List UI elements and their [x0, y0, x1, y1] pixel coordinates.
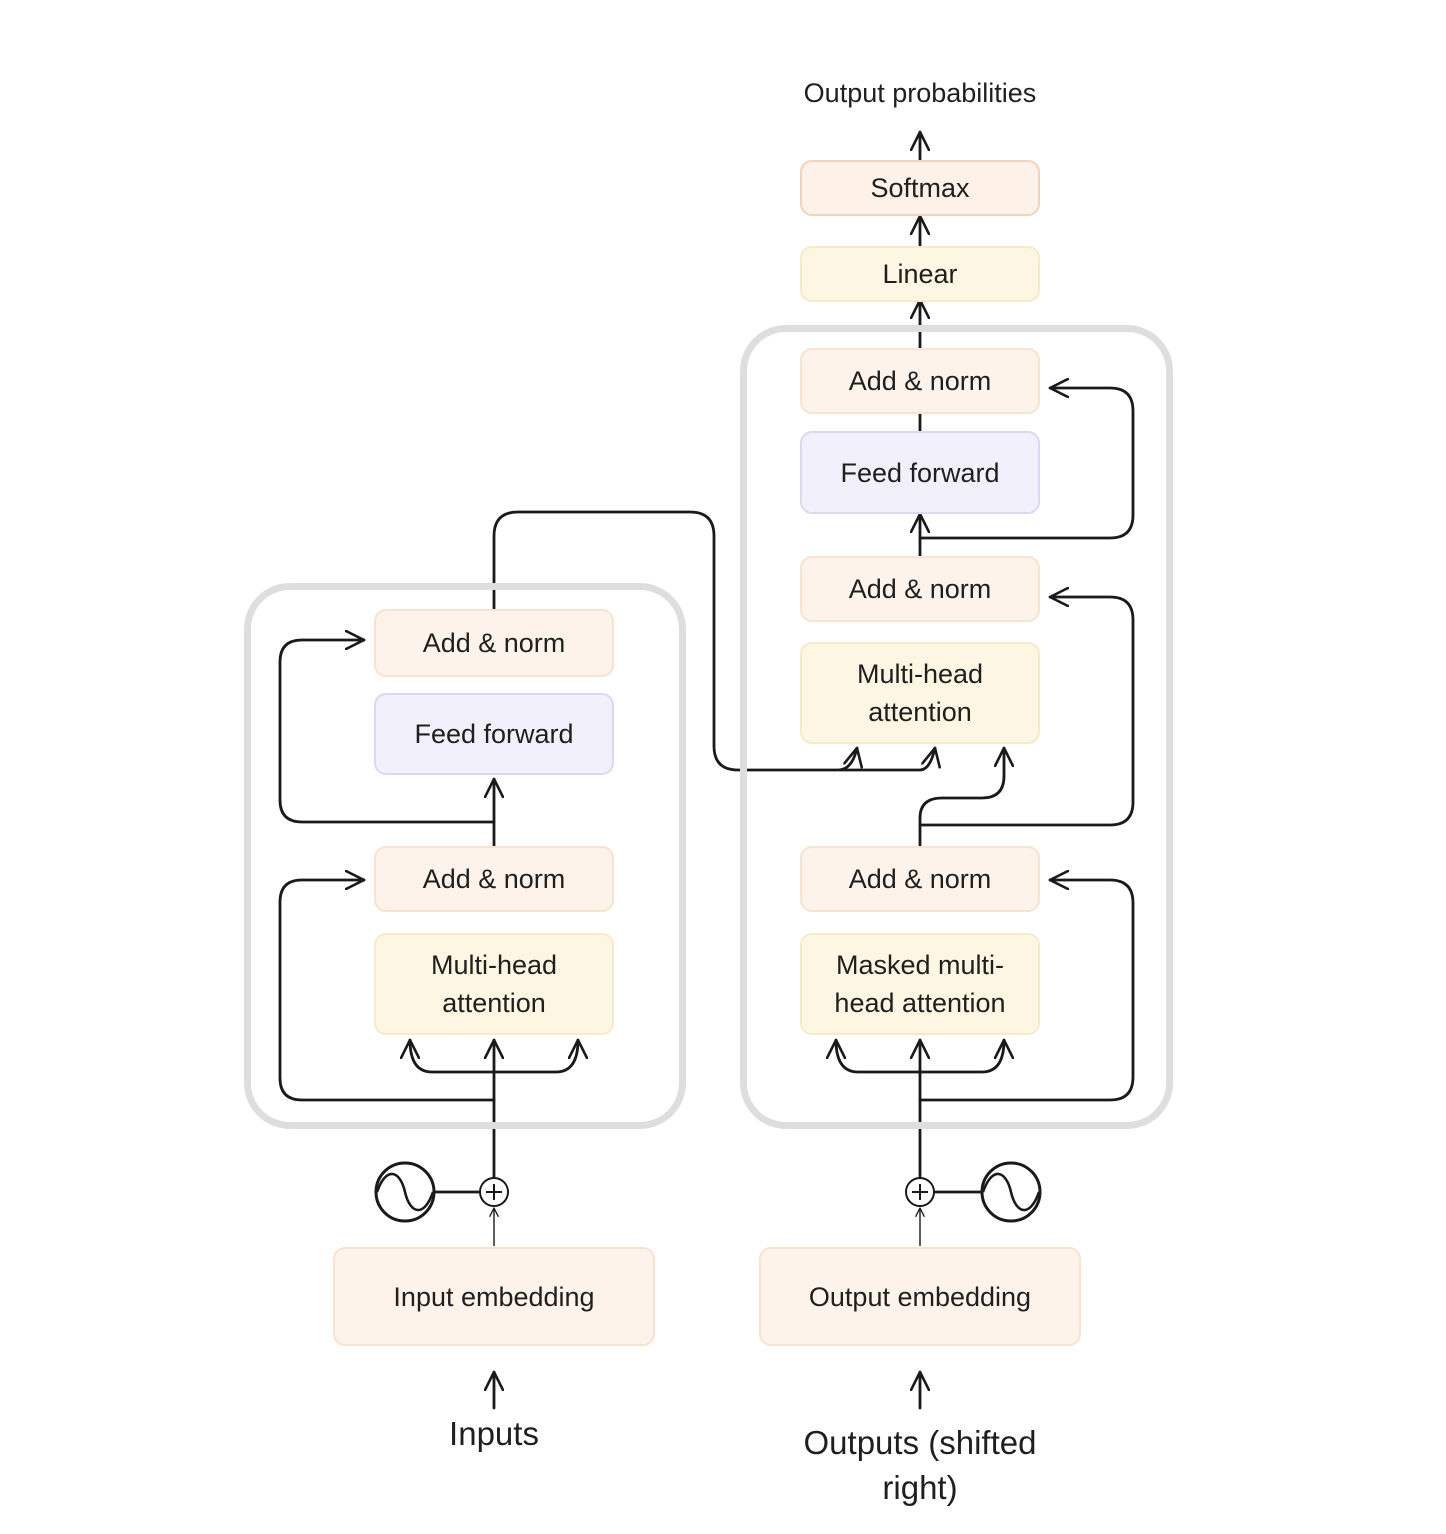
linear-block: Linear: [800, 246, 1040, 302]
decoder-residual-1: [918, 880, 1135, 1102]
inputs-label: Inputs: [449, 1415, 539, 1452]
decoder-positional-encoding-icon: [980, 1161, 1042, 1223]
encoder-add-norm-bottom: Add & norm: [374, 846, 614, 912]
decoder-feed-forward: Feed forward: [800, 431, 1040, 514]
encoder-plus-icon: [479, 1177, 509, 1207]
input-embedding-block: Input embedding: [333, 1247, 655, 1346]
outputs-label: Outputs (shifted right): [803, 1424, 1037, 1506]
decoder-add-norm-middle: Add & norm: [800, 556, 1040, 622]
encoder-positional-encoding-icon: [374, 1161, 436, 1223]
decoder-add-norm-bottom: Add & norm: [800, 846, 1040, 912]
decoder-stack: [740, 325, 1173, 1129]
encoder-add-norm-top: Add & norm: [374, 609, 614, 677]
decoder-query-wire: [918, 746, 1004, 848]
encoder-feed-forward: Feed forward: [374, 693, 614, 775]
encoder-qkv-fork: [410, 1038, 496, 1074]
decoder-residual-2: [918, 597, 1135, 827]
output-embedding-block: Output embedding: [759, 1247, 1081, 1346]
encoder-stack: [244, 583, 686, 1129]
softmax-block: Softmax: [800, 160, 1040, 216]
output-probabilities-label: Output probabilities: [803, 78, 1037, 108]
decoder-cross-attention: Multi-head attention: [800, 642, 1040, 744]
decoder-add-norm-top: Add & norm: [800, 348, 1040, 414]
decoder-qkv-fork: [836, 1038, 922, 1074]
decoder-masked-attention: Masked multi-head attention: [800, 933, 1040, 1035]
decoder-plus-icon: [905, 1177, 935, 1207]
encoder-attention: Multi-head attention: [374, 933, 614, 1035]
decoder-residual-3: [918, 388, 1135, 540]
encoder-residual-2: [278, 640, 496, 824]
encoder-residual-1: [278, 880, 496, 1102]
